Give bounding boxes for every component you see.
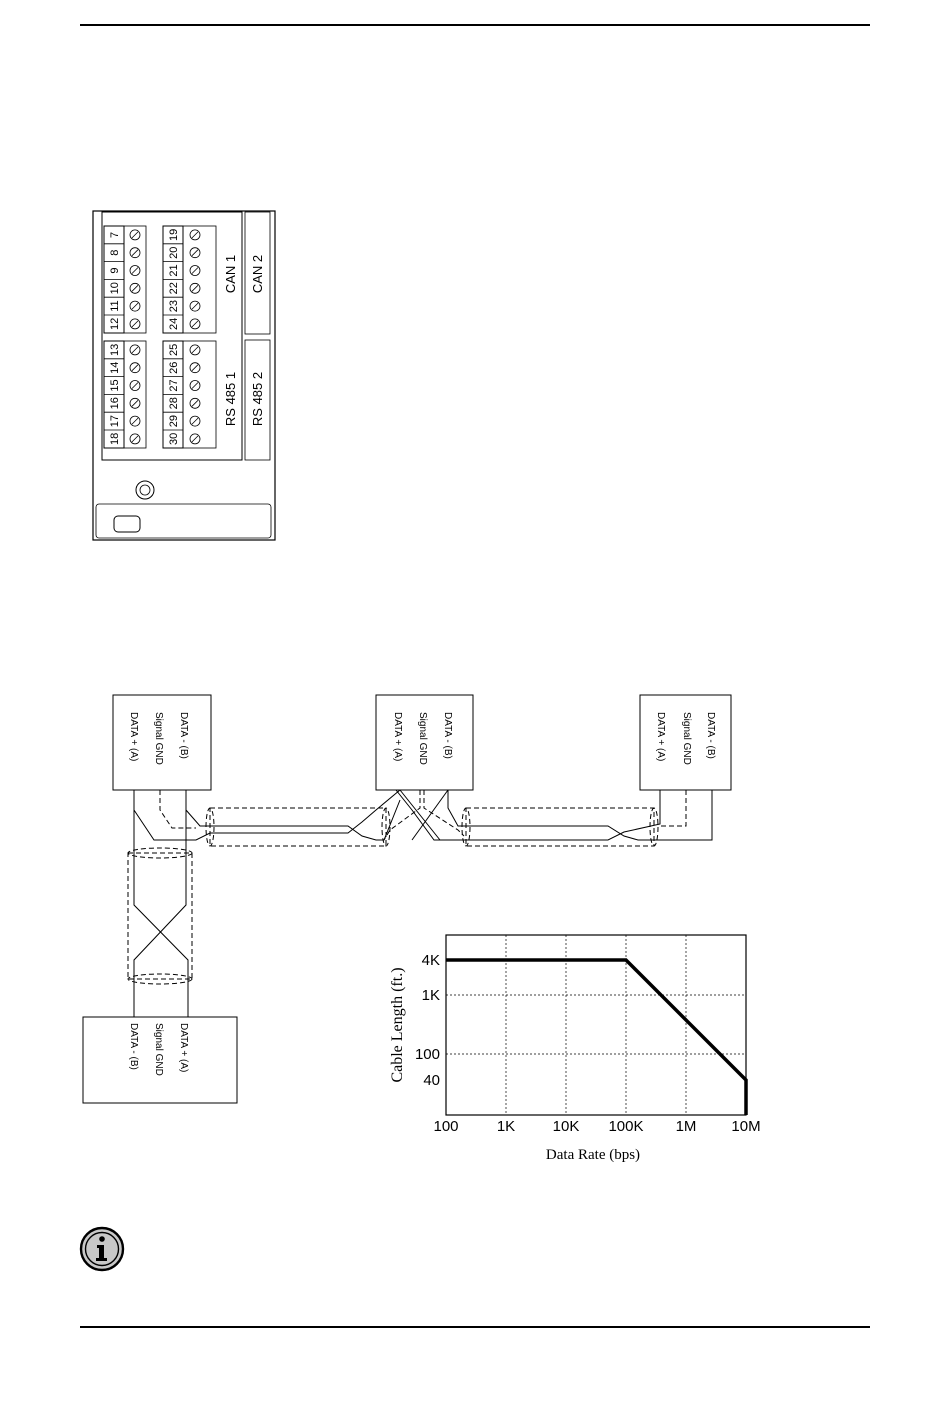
terminal-number: 20 bbox=[168, 247, 180, 259]
screw-terminal bbox=[129, 380, 141, 391]
series-line bbox=[446, 958, 748, 1115]
screw-terminal bbox=[129, 433, 141, 445]
x-tick-label: 10M bbox=[731, 1118, 760, 1135]
y-axis-label: Cable Length (ft.) bbox=[389, 967, 406, 1082]
y-tick-label: 40 bbox=[423, 1072, 440, 1089]
y-tick-label: 4K bbox=[422, 952, 440, 969]
status-led bbox=[135, 480, 155, 500]
terminal-number: 30 bbox=[168, 433, 180, 445]
terminal-number: 27 bbox=[168, 379, 180, 391]
terminal-number: 23 bbox=[168, 300, 180, 312]
can1-label: CAN 1 bbox=[223, 255, 238, 293]
info-icon bbox=[79, 1226, 125, 1272]
screw-terminal bbox=[129, 247, 141, 259]
node-3-pin-gnd: Signal GND bbox=[681, 712, 692, 765]
terminal-number: 25 bbox=[168, 344, 180, 356]
screw-terminal bbox=[189, 362, 201, 374]
screw-terminal bbox=[189, 300, 201, 312]
terminal-number: 19 bbox=[168, 229, 180, 241]
screw-terminal bbox=[129, 229, 141, 241]
node-1-pin-b: DATA - (B) bbox=[178, 712, 189, 759]
header-rule bbox=[80, 24, 870, 26]
terminal-number: 24 bbox=[168, 318, 180, 330]
terminal-number: 26 bbox=[168, 362, 180, 374]
cable-length-chart: 4K 1K 100 40 100 1K 10K 100K 1M 10M Cable Length… bbox=[389, 934, 761, 1163]
terminal-number: 17 bbox=[109, 415, 121, 427]
terminal-number: 12 bbox=[109, 318, 121, 330]
node-3-pin-b: DATA - (B) bbox=[705, 712, 716, 759]
x-tick-label: 1M bbox=[676, 1118, 697, 1135]
x-tick-label: 100K bbox=[608, 1118, 643, 1135]
screw-terminal bbox=[189, 380, 201, 391]
screw-terminal bbox=[129, 300, 141, 312]
screw-terminal bbox=[129, 318, 141, 330]
node-3 bbox=[639, 694, 732, 791]
terminal-number: 28 bbox=[168, 397, 180, 409]
terminal-number: 29 bbox=[168, 415, 180, 427]
node-4-pin-gnd: Signal GND bbox=[153, 1023, 164, 1076]
screw-terminal bbox=[129, 362, 141, 374]
screw-terminal bbox=[129, 265, 141, 276]
x-tick-label: 10K bbox=[553, 1118, 580, 1135]
terminal-number: 11 bbox=[109, 300, 121, 311]
terminal-number: 8 bbox=[109, 250, 121, 256]
node-1 bbox=[112, 694, 212, 791]
screw-terminal bbox=[189, 433, 201, 445]
footer-rule bbox=[80, 1326, 870, 1328]
plot-area bbox=[445, 934, 747, 1116]
y-tick-label: 1K bbox=[422, 987, 440, 1004]
screw-terminal bbox=[189, 397, 201, 409]
screw-terminal bbox=[189, 282, 201, 294]
node-4 bbox=[82, 1016, 238, 1104]
rs485-wiring-diagram: DATA - (B) Signal GND DATA + (A) DATA - … bbox=[82, 694, 732, 1104]
terminal-number: 21 bbox=[168, 264, 180, 276]
x-tick-label: 100 bbox=[433, 1118, 458, 1135]
y-tick-label: 100 bbox=[415, 1046, 440, 1063]
terminal-number: 18 bbox=[109, 433, 121, 445]
node-1-pin-gnd: Signal GND bbox=[153, 712, 164, 765]
screw-terminal bbox=[189, 344, 201, 356]
x-tick-label: 1K bbox=[497, 1118, 515, 1135]
node-2-pin-a: DATA + (A) bbox=[392, 712, 403, 761]
node-4-pin-b: DATA - (B) bbox=[128, 1023, 139, 1070]
rs485-2-label: RS 485 2 bbox=[250, 372, 265, 426]
screw-terminal bbox=[129, 415, 141, 427]
terminal-number: 9 bbox=[109, 267, 121, 273]
terminal-number: 13 bbox=[109, 344, 121, 356]
screw-terminal bbox=[129, 397, 141, 409]
terminal-number: 7 bbox=[109, 232, 121, 238]
screw-terminal bbox=[129, 344, 141, 356]
terminal-number: 14 bbox=[109, 362, 121, 374]
terminal-module-diagram: 7 8 9 10 11 12 19 20 21 22 23 24 13 14 15 16 17 18 25 26 27 2… bbox=[92, 210, 276, 541]
can2-label: CAN 2 bbox=[250, 255, 265, 293]
screw-terminal bbox=[189, 247, 201, 259]
service-port bbox=[113, 515, 141, 533]
node-1-pin-a: DATA + (A) bbox=[128, 712, 139, 761]
screw-terminal bbox=[189, 229, 201, 241]
rs485-1-label: RS 485 1 bbox=[223, 372, 238, 426]
screw-terminal bbox=[189, 265, 201, 276]
node-3-pin-a: DATA + (A) bbox=[655, 712, 666, 761]
node-2-pin-gnd: Signal GND bbox=[417, 712, 428, 765]
x-axis-label: Data Rate (bps) bbox=[546, 1147, 640, 1163]
node-2-pin-b: DATA - (B) bbox=[442, 712, 453, 759]
screw-terminal bbox=[189, 318, 201, 330]
terminal-number: 15 bbox=[109, 379, 121, 391]
terminal-number: 22 bbox=[168, 282, 180, 294]
node-4-pin-a: DATA + (A) bbox=[178, 1023, 189, 1072]
screw-terminal bbox=[189, 415, 201, 427]
terminal-number: 16 bbox=[109, 397, 121, 409]
screw-terminal bbox=[129, 282, 141, 294]
terminal-number: 10 bbox=[109, 282, 121, 294]
